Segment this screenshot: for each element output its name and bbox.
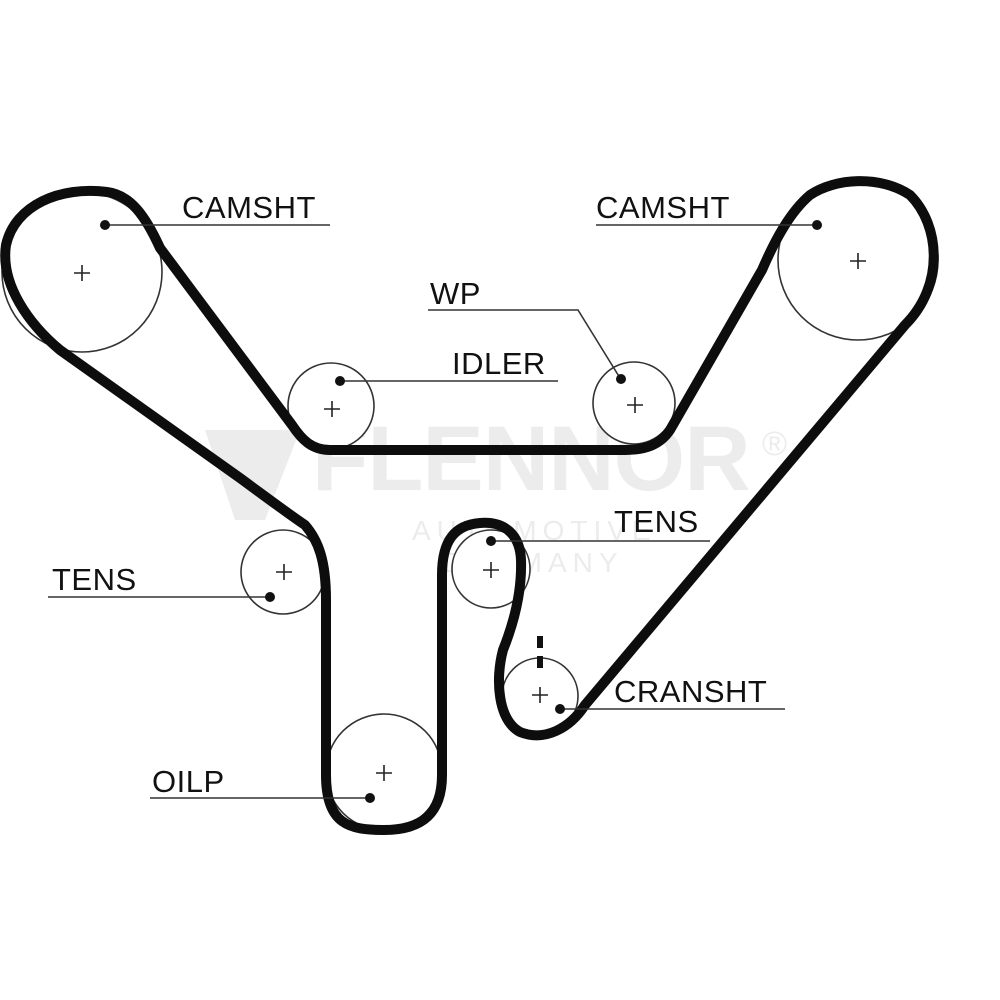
tensioner-left-dot [265, 592, 275, 602]
idler-hub-icon [324, 401, 340, 417]
camshaft-right-dot [812, 220, 822, 230]
label-camshaft-left: CAMSHT [182, 190, 316, 225]
labels: CAMSHT CAMSHT WP IDLER TENS TENS CRANSHT… [52, 190, 767, 799]
hub-crosses [74, 253, 866, 781]
label-tensioner-left: TENS [52, 562, 137, 597]
water-pump-pulley [592, 361, 676, 445]
watermark-brand: FLENNOR [312, 408, 750, 510]
label-tensioner-right: TENS [614, 504, 699, 539]
tensioner-left-hub-icon [276, 564, 292, 580]
tensioner-right-dot [486, 536, 496, 546]
crankshaft-hub-icon [532, 687, 548, 703]
water-pump-dot [616, 374, 626, 384]
label-idler: IDLER [452, 346, 546, 381]
oil-pump-dot [365, 793, 375, 803]
label-oil-pump: OILP [152, 764, 225, 799]
camshaft-right-hub-icon [850, 253, 866, 269]
label-crankshaft: CRANSHT [614, 674, 767, 709]
watermark-logo-mark [205, 430, 300, 520]
watermark-registered: ® [762, 425, 787, 463]
tensioner-right-hub-icon [483, 562, 499, 578]
crankshaft-dot [555, 704, 565, 714]
camshaft-left-dot [100, 220, 110, 230]
label-water-pump: WP [430, 276, 481, 311]
water-pump-hub-icon [627, 397, 643, 413]
label-camshaft-right: CAMSHT [596, 190, 730, 225]
leaders [48, 220, 822, 803]
water-pump-leader [428, 309, 621, 379]
crankshaft-timing-mark [537, 636, 543, 668]
camshaft-left-hub-icon [74, 265, 90, 281]
idler-dot [335, 376, 345, 386]
timing-belt [0, 176, 939, 835]
oil-pump-hub-icon [376, 765, 392, 781]
